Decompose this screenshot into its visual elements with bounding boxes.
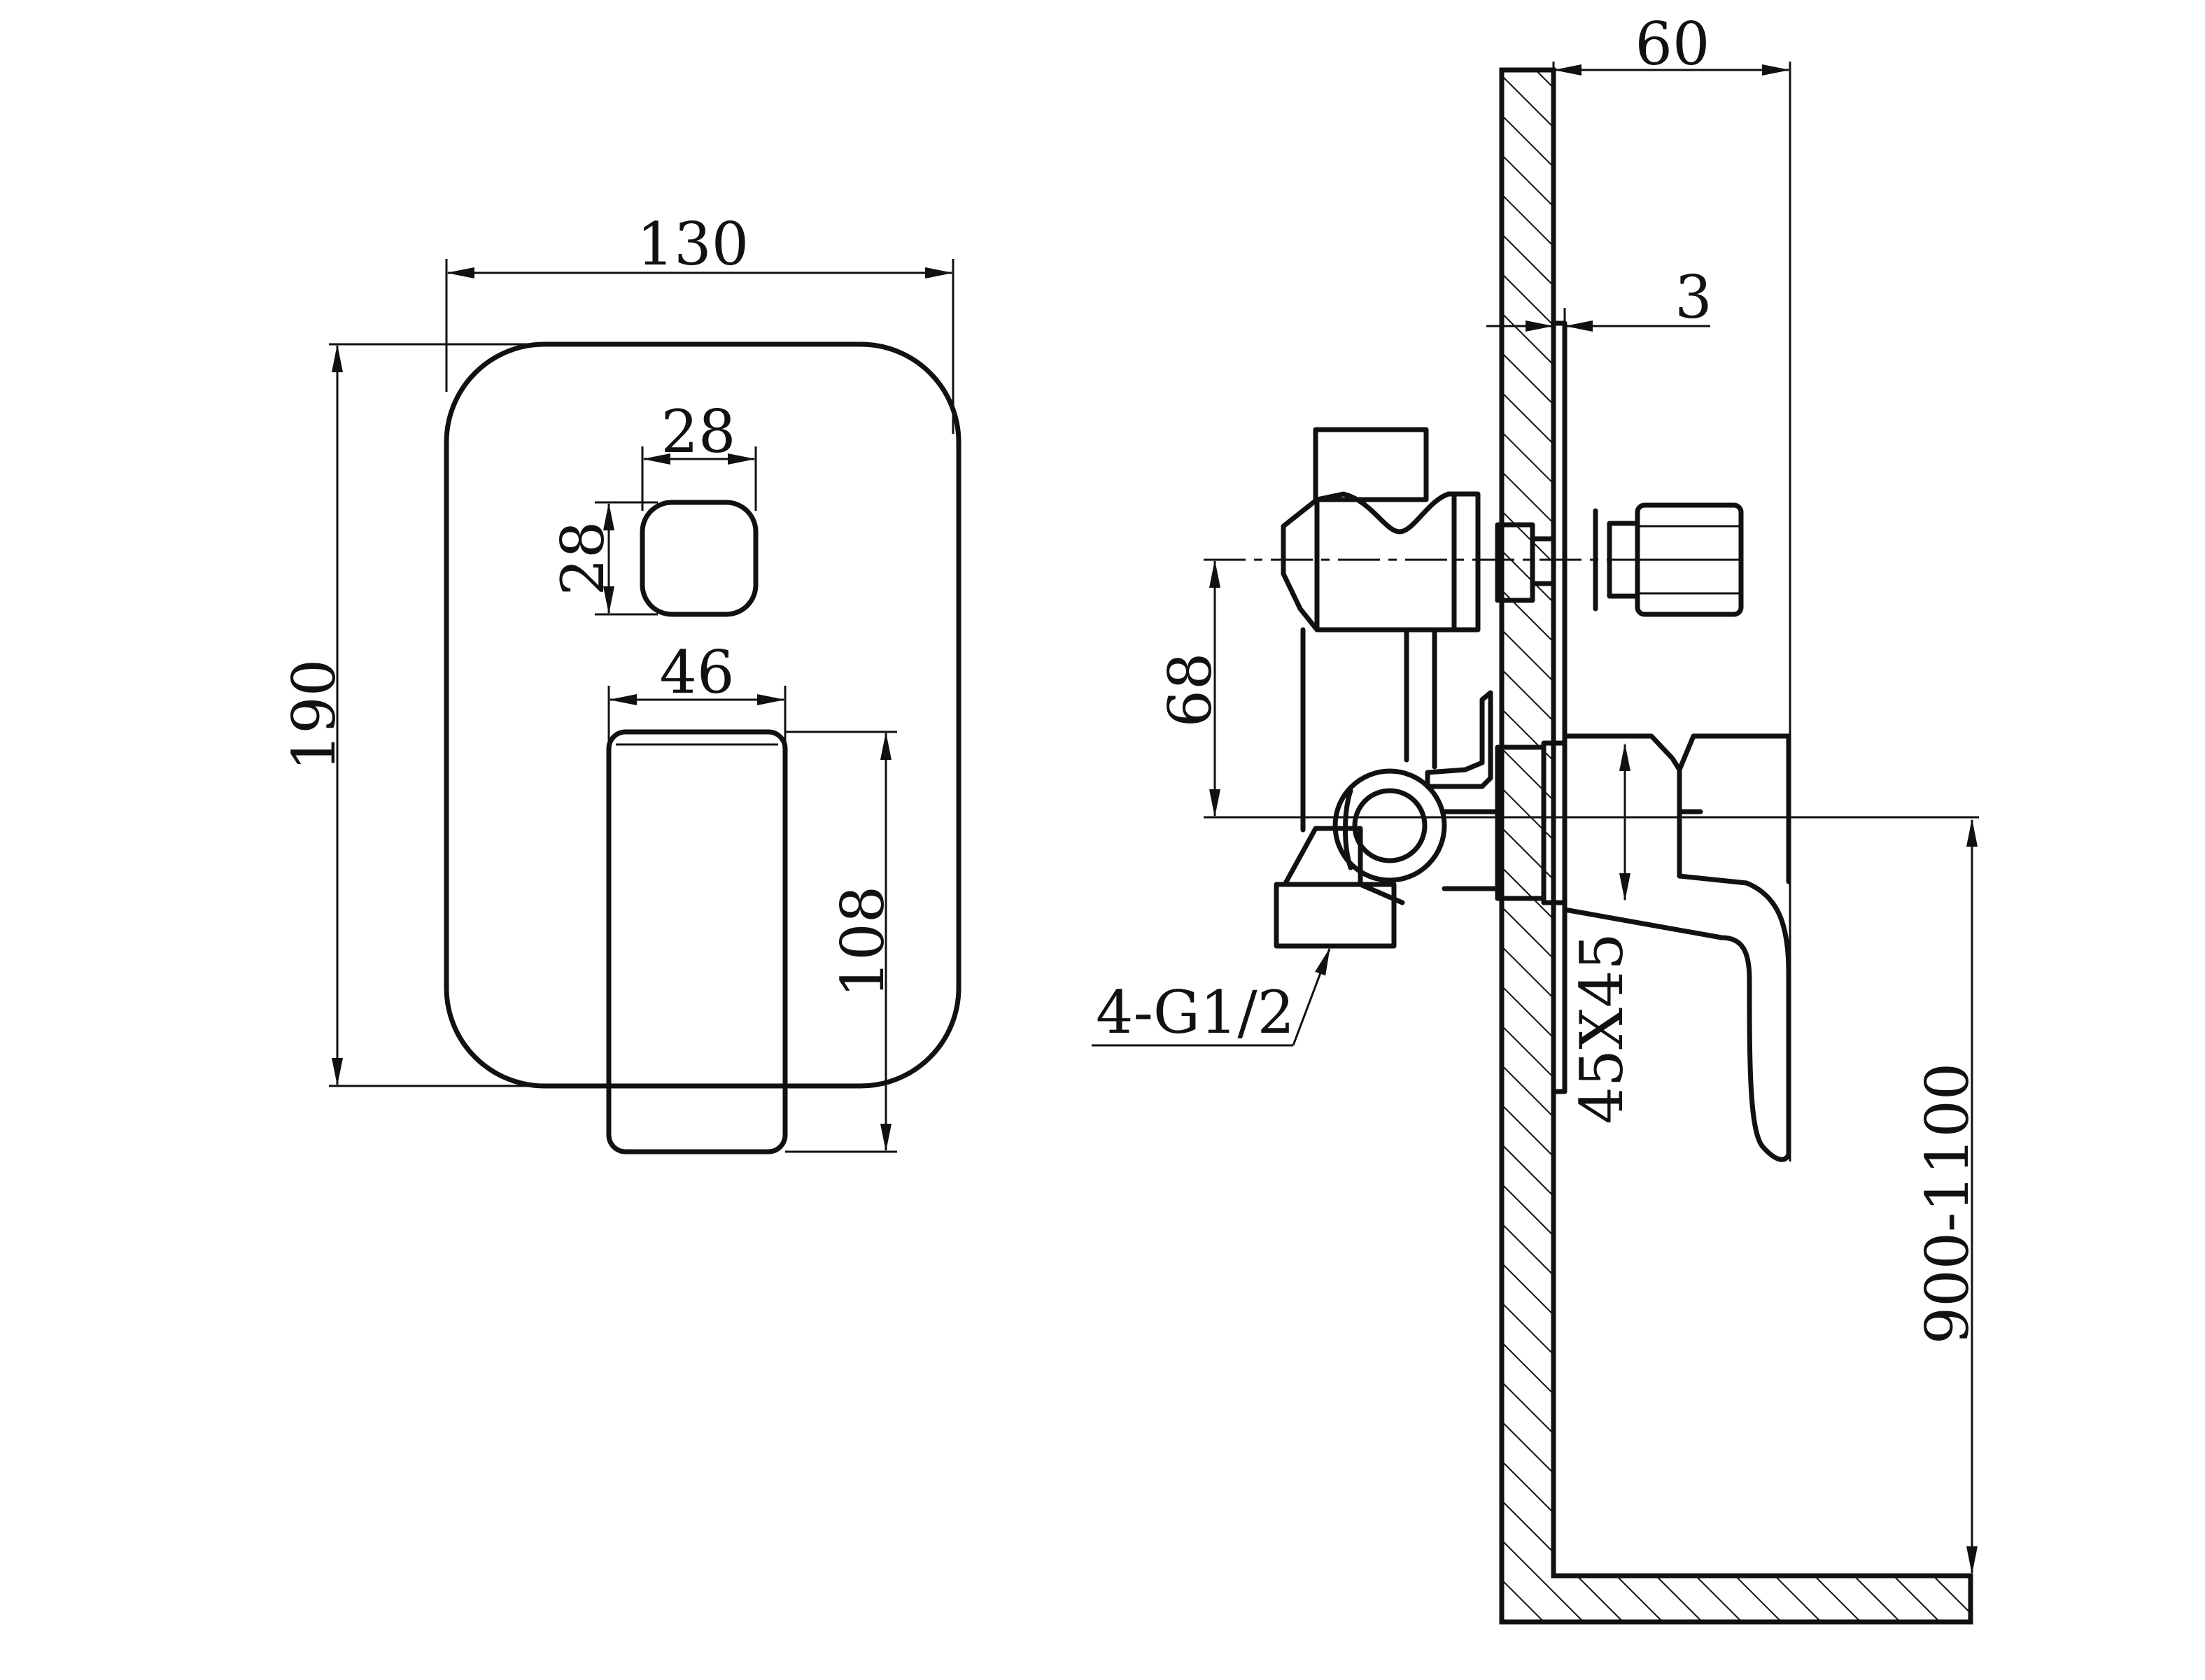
dim-depth: 60 xyxy=(1635,10,1710,78)
dim-button-height: 28 xyxy=(549,521,617,596)
handle-profile xyxy=(1562,733,1791,1162)
dim-plate-height: 190 xyxy=(280,659,348,771)
dim-handle-width: 46 xyxy=(660,638,735,707)
dim-handle-height: 108 xyxy=(829,886,897,998)
label-connections: 4-G1/2 xyxy=(1096,978,1295,1047)
cover-plate xyxy=(444,341,961,1089)
dim-plate-width: 130 xyxy=(637,210,749,278)
dim-button-width: 28 xyxy=(661,397,736,466)
front-view: 130 190 28 28 46 108 xyxy=(280,210,961,1155)
diverter-button xyxy=(640,500,759,617)
cartridge-top xyxy=(1313,427,1429,502)
outlet-port xyxy=(1332,768,1447,883)
dim-inlet-spacing: 68 xyxy=(1156,653,1225,728)
side-view: 60 3 68 4-G1/2 45X45 900-1100 xyxy=(1092,10,1982,1625)
cover-plate-side xyxy=(1551,320,1568,1094)
dim-plate-thickness: 3 xyxy=(1675,263,1712,332)
wall-section xyxy=(1499,67,1973,1625)
mounting-bracket xyxy=(1425,690,1493,789)
cartridge-body xyxy=(1281,491,1481,633)
dim-install-height: 900-1100 xyxy=(1913,1063,1982,1345)
dim-cutout: 45X45 xyxy=(1568,933,1636,1124)
mixer-handle xyxy=(606,729,788,1155)
